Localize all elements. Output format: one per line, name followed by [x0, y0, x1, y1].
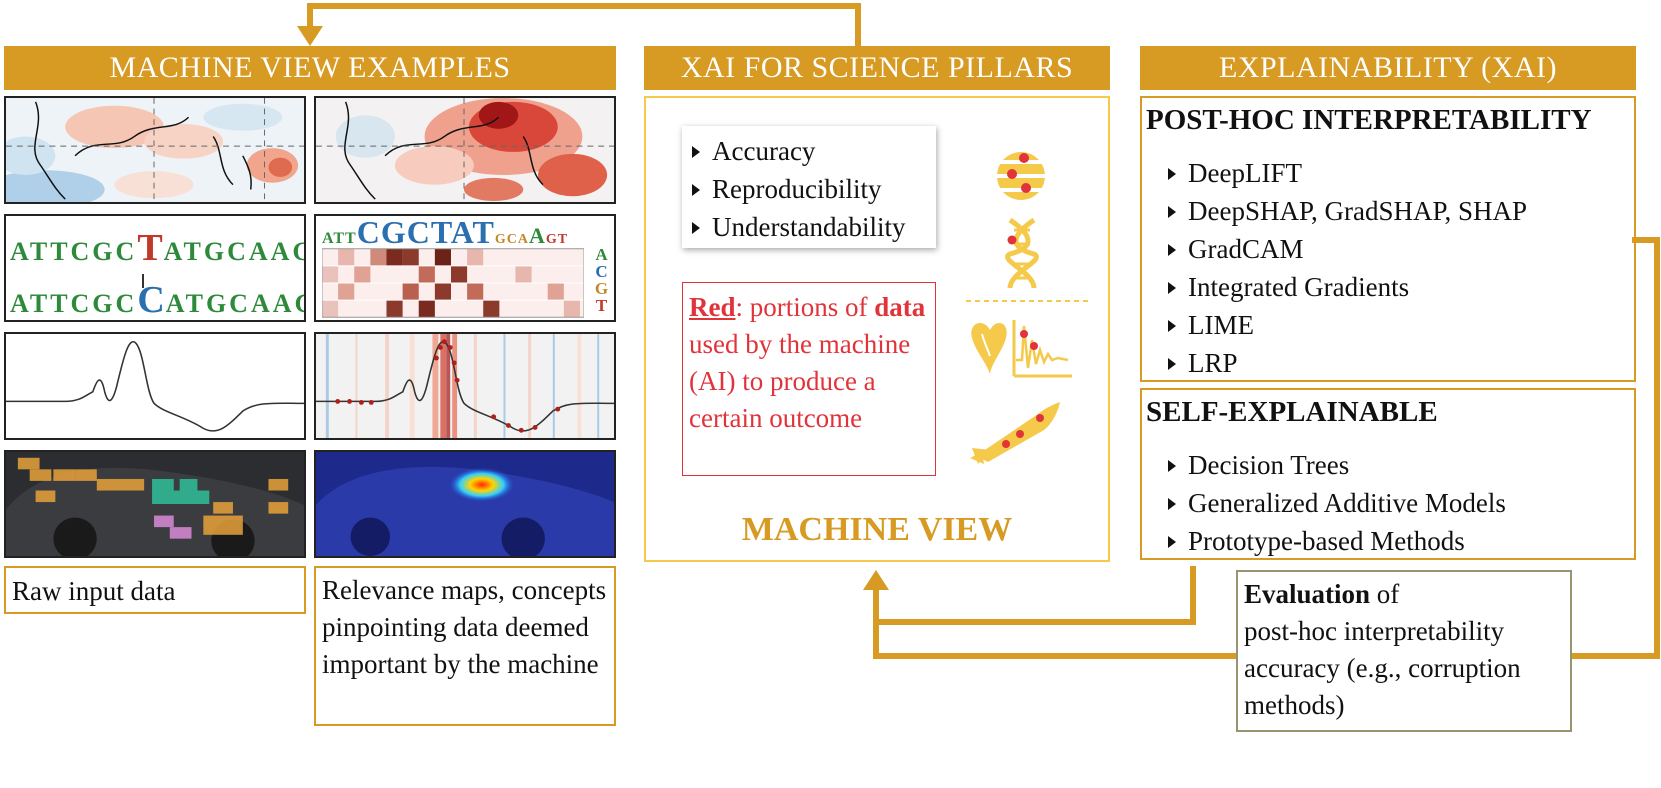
- climate-map-relevance: [314, 96, 616, 204]
- dna-sequence-raw: ATTCGCTATGCAAGT ATTCGCCATGCAAGT: [4, 214, 306, 322]
- logo-small-right-1: GCA: [494, 232, 529, 247]
- method-lime: LIME: [1166, 306, 1527, 344]
- method-gam: Generalized Additive Models: [1166, 484, 1506, 522]
- evaluation-text-1: of: [1370, 579, 1400, 609]
- dna-mid-top: T: [137, 227, 164, 269]
- posthoc-title: POST-HOC INTERPRETABILITY: [1146, 104, 1592, 136]
- climate-map-raw: [4, 96, 306, 204]
- method-gradcam: GradCAM: [1166, 230, 1527, 268]
- method-integrated-gradients: Integrated Gradients: [1166, 268, 1527, 306]
- base-label-a: A: [595, 245, 609, 264]
- signal-relevance: [314, 332, 616, 440]
- dna-mid-bottom: C: [137, 279, 166, 321]
- caption-relevance-maps: Relevance maps, concepts pinpointing dat…: [314, 566, 616, 726]
- logo-small-left: ATT: [322, 230, 357, 247]
- car-image-heatmap: [314, 450, 616, 558]
- dna-prefix-bottom: ATTCGC: [10, 289, 138, 318]
- caption-raw-input: Raw input data: [4, 566, 306, 614]
- method-deepshap: DeepSHAP, GradSHAP, SHAP: [1166, 192, 1527, 230]
- evaluation-text-2: post-hoc interpretability accuracy (e.g.…: [1244, 616, 1521, 720]
- dna-suffix-bottom: ATGCAAGT: [165, 289, 304, 318]
- method-prototype: Prototype-based Methods: [1166, 522, 1506, 560]
- pillar-understandability: Understandability: [690, 208, 928, 246]
- explainability-header: EXPLAINABILITY (XAI): [1140, 46, 1636, 90]
- machine-view-label: MACHINE VIEW: [741, 511, 1013, 548]
- dna-icon: [1005, 218, 1039, 289]
- rocket-icon: [970, 402, 1060, 464]
- heart-ecg-icon: [971, 320, 1072, 378]
- car-image-concepts: [4, 450, 306, 558]
- red-note-text-1: : portions of: [735, 292, 868, 322]
- red-note-bold-data: data: [874, 292, 926, 322]
- logo-big: CGCTAT: [356, 214, 495, 250]
- heatmap-cells: [322, 248, 584, 318]
- red-note-text-2: used by the machine (AI) to produce a ce…: [689, 329, 911, 433]
- base-label-g: G: [594, 279, 610, 298]
- method-decision-trees: Decision Trees: [1166, 446, 1506, 484]
- self-explainable-panel: SELF-EXPLAINABLE Decision Trees Generali…: [1140, 388, 1636, 560]
- dna-suffix-top: ATGCAAGT: [163, 237, 304, 266]
- dna-mutation-line: [142, 274, 144, 288]
- method-lrp: LRP: [1166, 344, 1527, 382]
- divider-dashed: [966, 300, 1088, 302]
- particle-physics-icon: [996, 152, 1046, 200]
- dna-prefix-top: ATTCGC: [10, 237, 138, 266]
- pillar-accuracy: Accuracy: [690, 132, 928, 170]
- posthoc-panel: POST-HOC INTERPRETABILITY DeepLIFT DeepS…: [1140, 96, 1636, 382]
- logo-mid: A: [529, 223, 546, 248]
- pillars-list-card: Accuracy Reproducibility Understandabili…: [682, 126, 936, 248]
- base-label-c: C: [595, 262, 609, 281]
- pillars-panel: [644, 96, 1110, 562]
- signal-raw: [4, 332, 306, 440]
- evaluation-bold: Evaluation: [1244, 579, 1371, 609]
- red-note-bold-red: Red: [689, 292, 736, 322]
- dna-relevance-heatmap: ATTCGCTATGCAAGT: [314, 214, 616, 322]
- xai-pillars-header: XAI FOR SCIENCE PILLARS: [644, 46, 1110, 90]
- evaluation-box: Evaluation of post-hoc interpretability …: [1236, 570, 1572, 732]
- machine-view-examples-header: MACHINE VIEW EXAMPLES: [4, 46, 616, 90]
- self-explainable-title: SELF-EXPLAINABLE: [1146, 396, 1438, 428]
- pillar-reproducibility: Reproducibility: [690, 170, 928, 208]
- base-label-t: T: [595, 296, 609, 315]
- logo-small-right-2: GT: [545, 232, 569, 247]
- red-note-box: Red: portions of data used by the machin…: [682, 282, 936, 476]
- method-deeplift: DeepLIFT: [1166, 154, 1527, 192]
